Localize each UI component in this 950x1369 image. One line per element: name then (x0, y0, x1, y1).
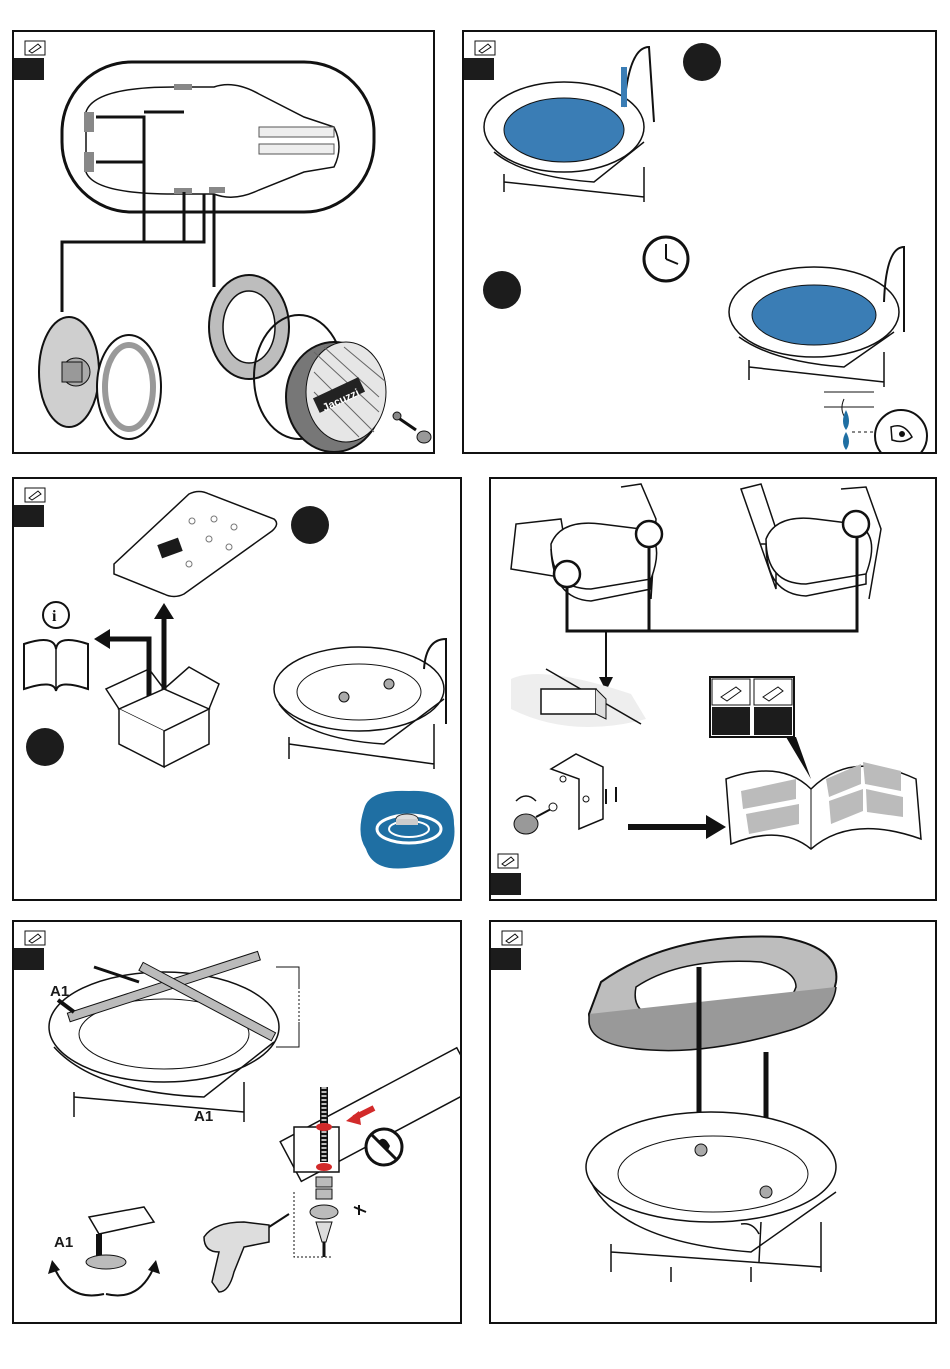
panel-level-frame: A1 A1 A1 (12, 920, 462, 1324)
label-a1-foot: A1 (54, 1234, 73, 1251)
panel-fit-rim (489, 920, 937, 1324)
step-dot-2 (26, 728, 64, 766)
panel-jets-overview: Jacuzzi (12, 30, 435, 454)
step-marker (491, 873, 521, 895)
pencil-icon (497, 853, 519, 869)
step-dot-1 (291, 506, 329, 544)
unpack-remote-illustration: i (14, 479, 462, 901)
fill-test-illustration (464, 32, 937, 454)
label-a1-top: A1 (50, 983, 69, 1000)
panel-unpack-remote: i (12, 477, 462, 901)
jets-overview-illustration: Jacuzzi (14, 32, 435, 454)
step-dot-2 (483, 271, 521, 309)
info-icon: i (52, 608, 57, 625)
panel-wall-bracket (489, 477, 937, 901)
step-dot-1 (683, 43, 721, 81)
wall-bracket-illustration (491, 479, 937, 901)
level-frame-illustration: A1 A1 A1 (14, 922, 462, 1324)
panel-fill-test (462, 30, 937, 454)
fit-rim-illustration (491, 922, 937, 1324)
label-a1-mid: A1 (194, 1108, 213, 1125)
